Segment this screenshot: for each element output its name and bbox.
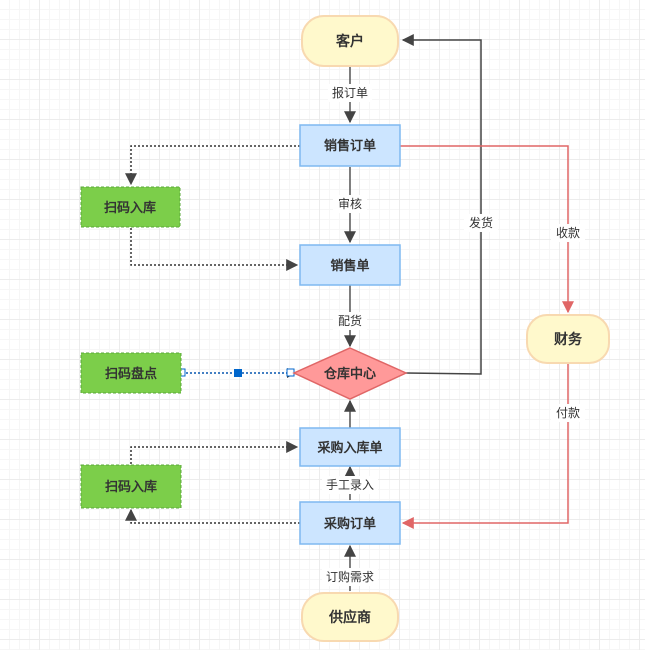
edge-handle-end[interactable]: [286, 368, 295, 377]
edge-label-collect: 收款: [556, 226, 580, 240]
node-scan-in-bottom[interactable]: [80, 464, 182, 509]
node-purchase-order[interactable]: [299, 501, 401, 545]
node-warehouse-label: 仓库中心: [323, 366, 376, 382]
edge-label-dispatch: 配货: [338, 313, 362, 328]
node-scan-in-top-label: 扫码入库: [104, 200, 156, 216]
node-purchase-receipt-label: 采购入库单: [316, 440, 382, 456]
node-sales-slip-label: 销售单: [330, 258, 369, 274]
node-supplier[interactable]: [301, 592, 399, 642]
node-finance-label: 财务: [553, 331, 583, 348]
edge-sales-order-scan-in-top[interactable]: [125, 145, 300, 186]
edge-label-ship: 发货: [469, 215, 493, 230]
node-customer-label: 客户: [335, 33, 364, 50]
edge-label-manual-entry: 手工录入: [326, 478, 374, 492]
edge-scan-in-top-sales-slip[interactable]: [130, 228, 299, 271]
node-purchase-receipt[interactable]: [299, 427, 401, 467]
edge-label-review: 审核: [338, 196, 362, 211]
node-scan-in-top[interactable]: [80, 186, 181, 228]
edge-handle-mid[interactable]: [234, 369, 242, 377]
edge-purchase-order-scan-in-bottom[interactable]: [125, 508, 300, 524]
node-purchase-order-label: 采购订单: [323, 516, 376, 532]
node-customer[interactable]: [301, 15, 399, 67]
edge-sales-order-finance[interactable]: [400, 145, 574, 314]
edge-scan-in-bottom-purchase-receipt[interactable]: [130, 441, 299, 464]
node-sales-slip[interactable]: [299, 244, 401, 286]
node-sales-order-label: 销售订单: [324, 138, 376, 154]
node-scan-inventory-label: 扫码盘点: [105, 366, 157, 382]
node-supplier-label: 供应商: [328, 609, 371, 626]
edge-label-quote: 报订单: [332, 85, 368, 100]
node-finance[interactable]: [526, 314, 610, 364]
edge-warehouse-customer[interactable]: [401, 34, 482, 375]
edge-finance-purchase-order[interactable]: [401, 364, 569, 529]
edge-label-purchase-request: 订购需求: [326, 569, 374, 584]
node-scan-inventory[interactable]: [80, 352, 182, 394]
node-scan-in-bottom-label: 扫码入库: [105, 479, 157, 495]
edge-label-pay: 付款: [556, 406, 580, 420]
node-warehouse[interactable]: [292, 347, 408, 400]
node-sales-order[interactable]: [299, 124, 401, 167]
